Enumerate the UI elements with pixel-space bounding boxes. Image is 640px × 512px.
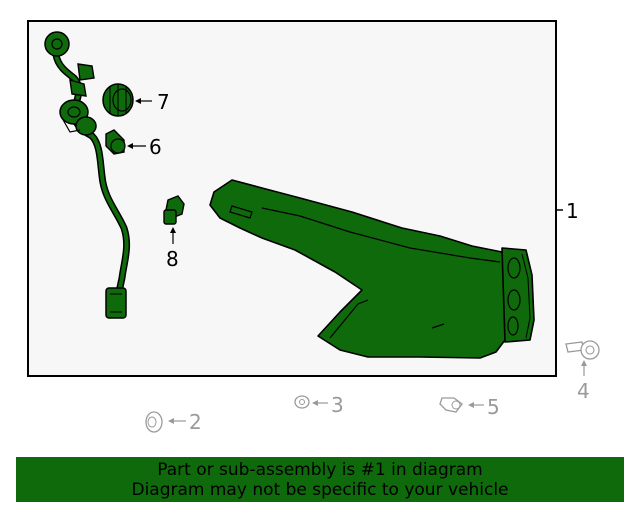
nut-part-5[interactable] [439,397,463,413]
arrowhead-3 [312,400,318,406]
clip-part-3[interactable] [294,395,310,409]
bulb-part-6[interactable] [105,129,126,155]
arrowhead-2 [168,418,174,424]
bulb-part-8[interactable] [163,195,185,225]
callout-2[interactable]: 2 [189,410,202,434]
callout-6[interactable]: 6 [149,135,162,159]
arrowhead-8 [170,227,176,233]
callout-1[interactable]: 1 [566,199,579,223]
callout-5[interactable]: 5 [487,395,500,419]
callout-7[interactable]: 7 [157,90,170,114]
arrowhead-7 [135,98,141,104]
banner-line-1: Part or sub-assembly is #1 in diagram [157,459,483,480]
callout-4[interactable]: 4 [577,379,590,403]
tail-lamp-assembly-part[interactable] [209,179,535,359]
callout-8[interactable]: 8 [166,247,179,271]
bulb-socket-part-7[interactable] [102,83,134,117]
banner-line-2: Diagram may not be specific to your vehi… [131,479,509,500]
arrowhead-5 [468,402,474,408]
arrowhead-4 [581,360,587,366]
callout-3[interactable]: 3 [331,393,344,417]
bolt-part-4[interactable] [565,340,600,360]
wiring-harness-part[interactable] [44,31,131,319]
arrowhead-6 [127,143,133,149]
info-banner: Part or sub-assembly is #1 in diagram Di… [16,457,624,502]
grommet-part-2[interactable] [145,411,163,433]
